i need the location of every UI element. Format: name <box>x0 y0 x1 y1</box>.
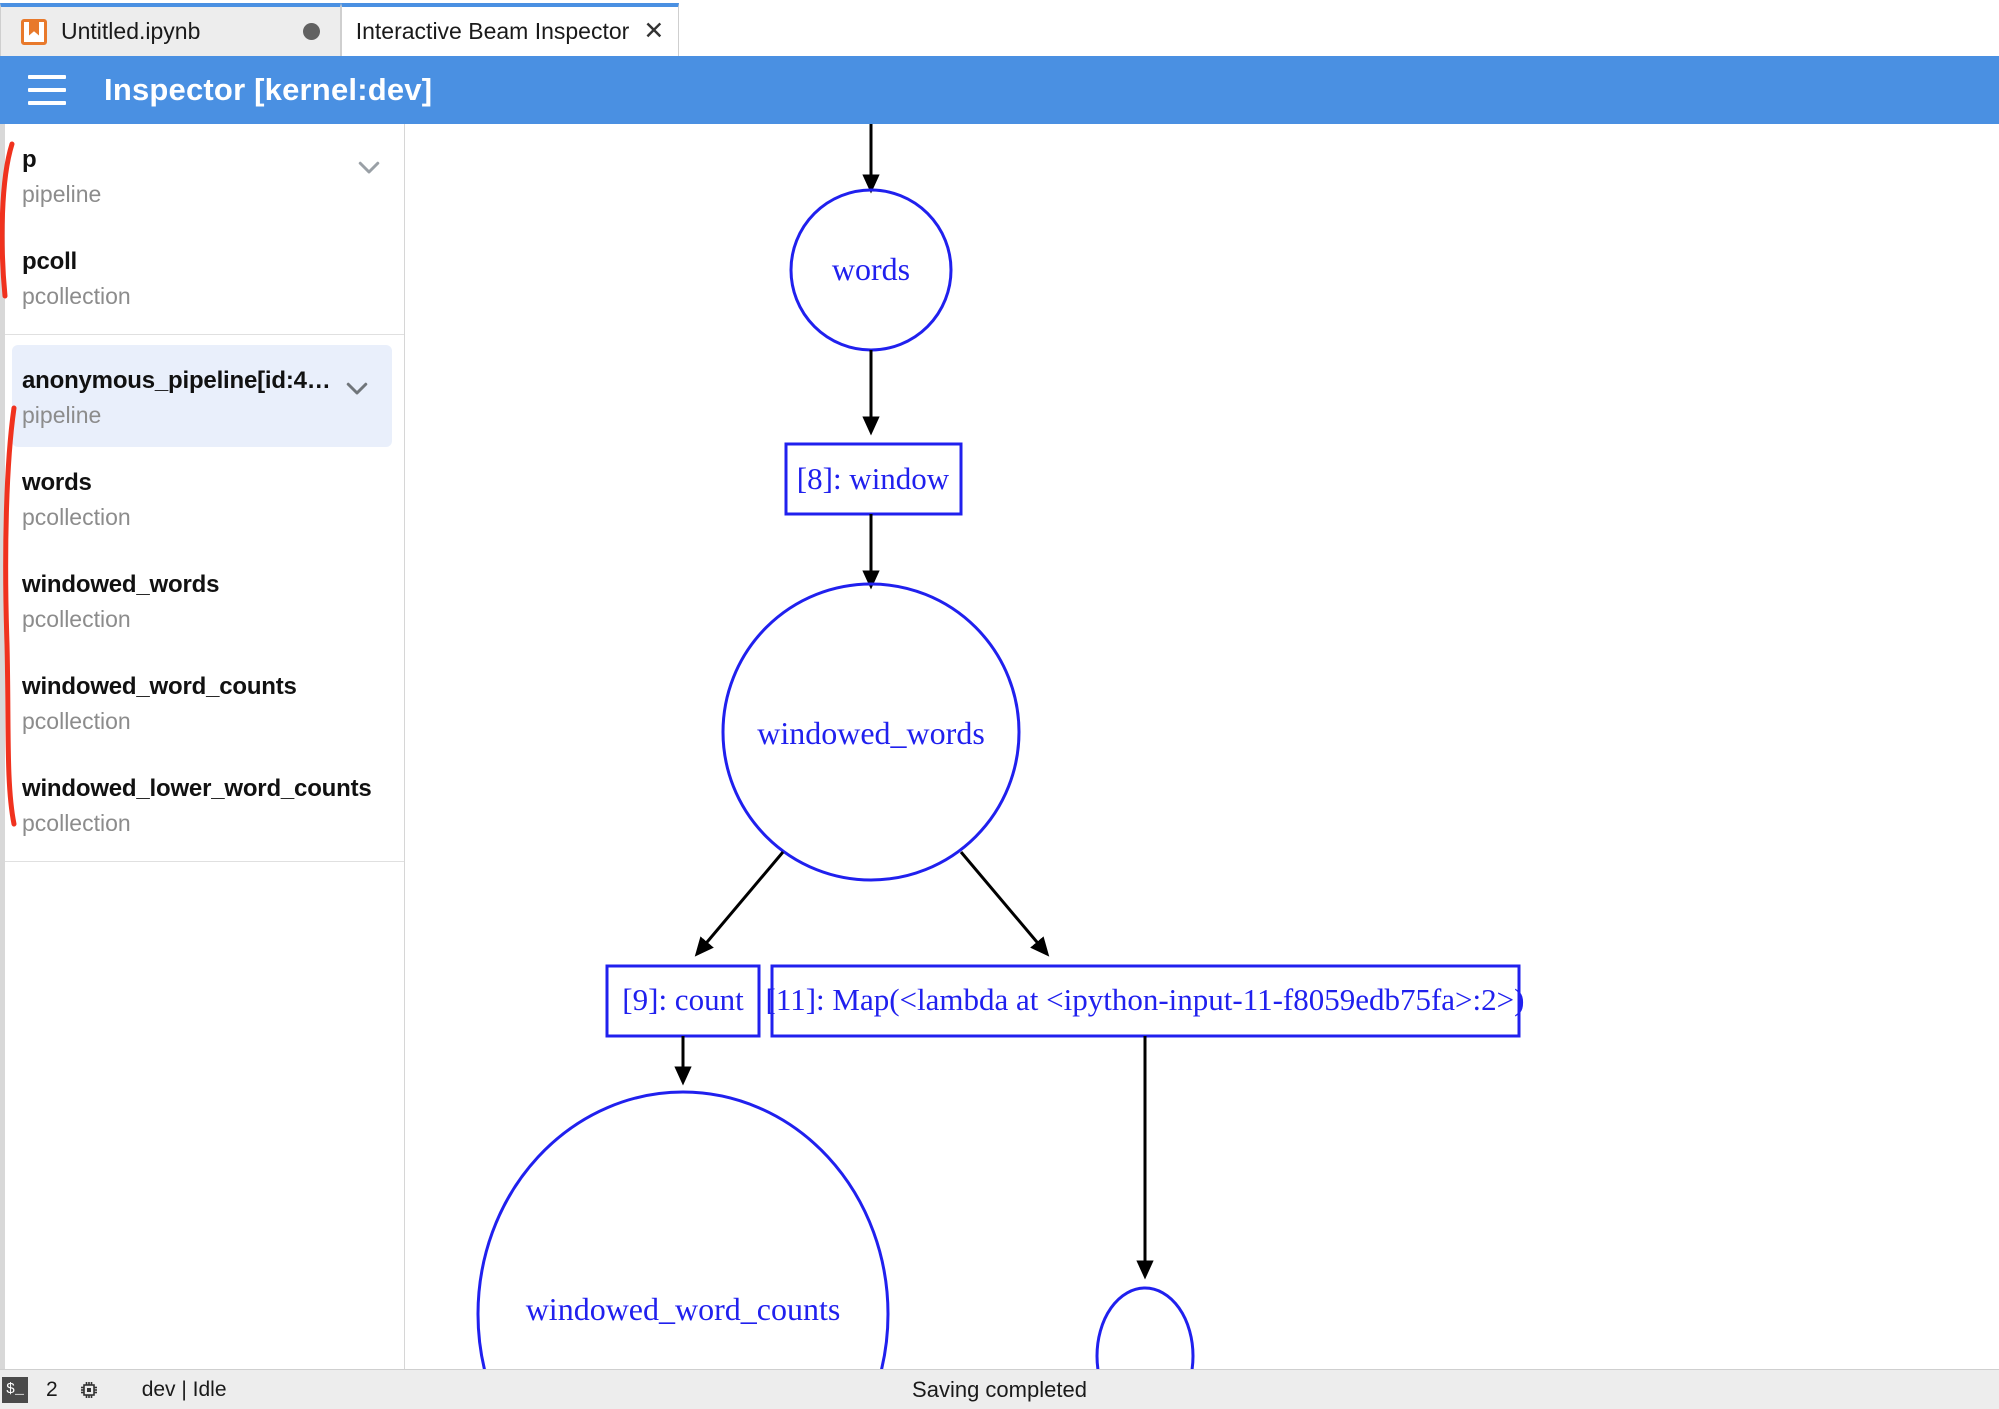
graph-edge <box>959 851 1050 957</box>
pipeline-graph-svg: words [8]: window windowed_words [9]: co… <box>476 124 1525 1369</box>
sidebar-item-windowed-words[interactable]: windowed_words pcollection <box>0 549 404 651</box>
sidebar-item-words[interactable]: words pcollection <box>0 447 404 549</box>
main-body: p pipeline pcoll pcollection anonymous_p… <box>0 124 1999 1369</box>
graph-node-windowed-words[interactable] <box>721 582 1021 882</box>
tab-bar-filler <box>679 3 1999 56</box>
terminal-icon[interactable]: $_ <box>2 1376 28 1403</box>
sidebar-item-subtitle: pcollection <box>22 283 131 309</box>
inspectables-sidebar: p pipeline pcoll pcollection anonymous_p… <box>0 124 405 1369</box>
sidebar-item-title: p <box>22 146 37 173</box>
tab-interactive-beam-inspector[interactable]: Interactive Beam Inspector ✕ <box>341 3 679 56</box>
sidebar-item-title: windowed_word_counts <box>22 673 297 700</box>
graph-node-label: [11]: Map(<lambda at <ipython-input-11-f… <box>766 982 1525 1017</box>
graph-node-label: [9]: count <box>622 982 744 1017</box>
graph-node-window[interactable] <box>784 442 963 516</box>
sidebar-group-anonymous-pipeline: anonymous_pipeline[id:44516… pipeline wo… <box>0 345 404 855</box>
sidebar-item-subtitle: pcollection <box>22 504 131 530</box>
tab-label: Interactive Beam Inspector <box>355 18 630 44</box>
kernel-status[interactable]: dev | Idle <box>141 1377 227 1401</box>
terminal-count: 2 <box>46 1377 58 1401</box>
sidebar-item-title: pcoll <box>22 248 78 275</box>
graph-node-unlabeled[interactable] <box>1095 1286 1195 1369</box>
status-bar: $_ 2 dev | Idle Saving completed <box>0 1369 1999 1409</box>
sidebar-divider-bottom <box>0 861 404 862</box>
sidebar-item-title: words <box>22 469 92 496</box>
close-icon[interactable]: ✕ <box>643 17 665 45</box>
graph-node-label: windowed_words <box>757 715 985 751</box>
sidebar-divider <box>0 334 404 335</box>
sidebar-item-windowed-lower-word-counts[interactable]: windowed_lower_word_counts pcollection <box>0 753 404 855</box>
sidebar-item-title: windowed_lower_word_counts <box>22 775 372 802</box>
cpu-chip-icon[interactable] <box>76 1377 102 1403</box>
sidebar-item-subtitle: pipeline <box>22 402 102 428</box>
sidebar-item-title: windowed_words <box>22 571 220 598</box>
graph-edge <box>694 851 785 957</box>
sidebar-item-subtitle: pipeline <box>22 181 102 207</box>
graph-node-windowed-word-counts[interactable] <box>476 1090 890 1369</box>
pipeline-graph-canvas[interactable]: words [8]: window windowed_words [9]: co… <box>405 124 1999 1369</box>
graph-node-label: words <box>832 251 910 287</box>
graph-node-label: [8]: window <box>797 461 950 496</box>
sidebar-item-p[interactable]: p pipeline <box>0 124 404 226</box>
sidebar-item-windowed-word-counts[interactable]: windowed_word_counts pcollection <box>0 651 404 753</box>
chevron-down-icon[interactable] <box>354 152 384 182</box>
notebook-icon <box>21 18 47 45</box>
inspector-header: Inspector [kernel:dev] <box>0 56 1999 124</box>
chevron-down-icon[interactable] <box>342 373 372 403</box>
sidebar-item-title: anonymous_pipeline[id:44516… <box>22 367 342 394</box>
tab-bar: Untitled.ipynb Interactive Beam Inspecto… <box>0 0 1999 56</box>
sidebar-scrollbar[interactable] <box>0 124 5 1369</box>
sidebar-group-default: p pipeline pcoll pcollection <box>0 124 404 328</box>
sidebar-item-pcoll[interactable]: pcoll pcollection <box>0 226 404 328</box>
page-title: Inspector [kernel:dev] <box>104 72 433 107</box>
hamburger-menu-icon[interactable] <box>28 75 66 105</box>
sidebar-item-anonymous-pipeline[interactable]: anonymous_pipeline[id:44516… pipeline <box>12 345 392 447</box>
tab-label: Untitled.ipynb <box>61 18 201 44</box>
sidebar-item-subtitle: pcollection <box>22 708 131 734</box>
unsaved-indicator-dot[interactable] <box>303 23 320 40</box>
sidebar-item-subtitle: pcollection <box>22 606 131 632</box>
graph-node-label: windowed_word_counts <box>526 1291 841 1327</box>
sidebar-item-subtitle: pcollection <box>22 810 131 836</box>
status-bar-left: $_ 2 dev | Idle <box>0 1376 227 1403</box>
tab-untitled-ipynb[interactable]: Untitled.ipynb <box>0 3 341 56</box>
status-message: Saving completed <box>912 1376 1087 1402</box>
